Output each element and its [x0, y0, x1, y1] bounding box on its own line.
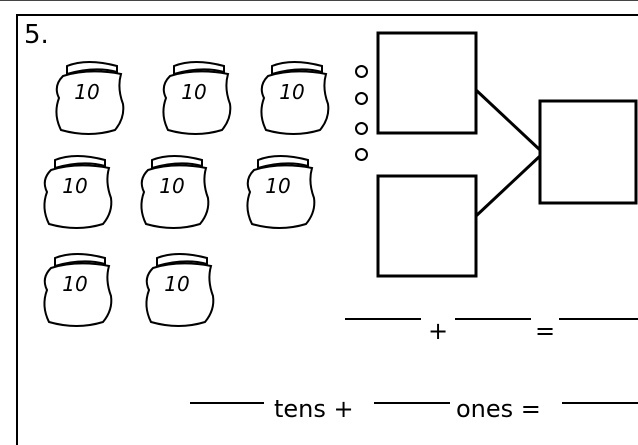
bag-label: 10 [62, 174, 88, 198]
ten-bag: 10 [135, 250, 219, 330]
bag-icon [260, 61, 330, 135]
bag-label: 10 [74, 80, 100, 104]
bag-icon [43, 253, 113, 327]
tens-part-box [376, 31, 478, 135]
bag-icon [246, 155, 316, 229]
bond-line-top [474, 88, 542, 152]
bag-icon [145, 253, 215, 327]
bag-label: 10 [279, 80, 305, 104]
ten-bag: 10 [33, 152, 117, 232]
bag-icon [140, 155, 210, 229]
bag-label: 10 [181, 80, 207, 104]
whole-box [538, 99, 638, 205]
ten-bag: 10 [45, 58, 129, 138]
ten-bag: 10 [33, 250, 117, 330]
tens-plus-text: tens + [274, 395, 354, 423]
ones-blank[interactable] [374, 402, 450, 404]
total-blank[interactable] [562, 402, 638, 404]
one-circle [355, 148, 368, 161]
addend-1-blank[interactable] [345, 318, 421, 320]
ten-bag: 10 [152, 58, 236, 138]
tens-blank[interactable] [190, 402, 264, 404]
ones-group [355, 65, 375, 175]
bag-icon [55, 61, 125, 135]
bag-label: 10 [62, 272, 88, 296]
sum-blank[interactable] [559, 318, 638, 320]
problem-frame [16, 14, 638, 445]
ones-equals-text: ones = [456, 395, 541, 423]
ten-bag: 10 [130, 152, 214, 232]
bag-label: 10 [265, 174, 291, 198]
one-circle [355, 122, 368, 135]
ones-part-box [376, 174, 478, 278]
plus-sign: + [428, 317, 449, 345]
problem-number: 5. [24, 20, 49, 50]
ten-bag: 10 [250, 58, 334, 138]
bag-icon [43, 155, 113, 229]
ten-bag: 10 [236, 152, 320, 232]
bond-line-bottom [474, 154, 542, 218]
number-bond-diagram [375, 28, 638, 288]
bag-icon [162, 61, 232, 135]
one-circle [355, 65, 368, 78]
one-circle [355, 92, 368, 105]
bag-label: 10 [159, 174, 185, 198]
addend-2-blank[interactable] [455, 318, 531, 320]
bag-label: 10 [164, 272, 190, 296]
top-rule [0, 0, 638, 1]
equals-sign: = [535, 317, 556, 345]
